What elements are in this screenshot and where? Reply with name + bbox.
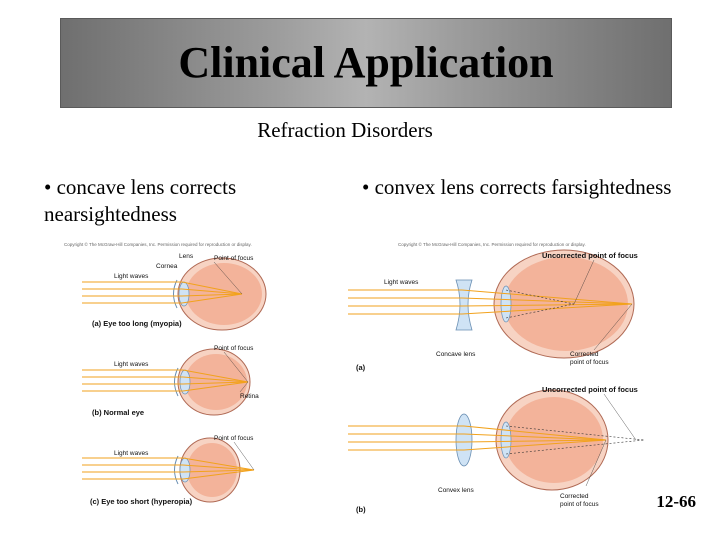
caption-myopia: (a) Eye too long (myopia) bbox=[92, 319, 182, 328]
light-rays bbox=[82, 369, 249, 392]
light-rays bbox=[348, 289, 633, 315]
caption-hyperopia: (c) Eye too short (hyperopia) bbox=[90, 497, 193, 506]
caption-normal: (b) Normal eye bbox=[92, 408, 144, 417]
uncorrected-rays bbox=[505, 425, 645, 455]
eye-lens bbox=[500, 285, 512, 323]
label-cornea: Cornea bbox=[156, 263, 178, 270]
label-corrected-2: point of focus bbox=[560, 501, 599, 508]
label-point-of-focus: Point of focus bbox=[214, 255, 254, 262]
figure-copyright: Copyright © The McGraw-Hill Companies, I… bbox=[64, 241, 252, 247]
label-concave-lens: Concave lens bbox=[436, 351, 476, 358]
concave-lens bbox=[455, 279, 473, 331]
bullet-convex: • convex lens corrects farsightedness bbox=[362, 175, 672, 199]
cornea bbox=[173, 279, 178, 309]
convex-lens bbox=[455, 413, 473, 467]
cornea bbox=[174, 367, 179, 397]
light-rays bbox=[348, 425, 607, 451]
eye-interior bbox=[504, 257, 628, 351]
eye-lens bbox=[500, 421, 512, 459]
panel-myopia: Lens Point of focus Cornea Light waves (… bbox=[82, 253, 267, 331]
page-number: 12-66 bbox=[656, 492, 696, 511]
eye-refraction-figure: Copyright © The McGraw-Hill Companies, I… bbox=[64, 240, 274, 516]
label-light-waves: Light waves bbox=[114, 273, 149, 280]
label-uncorrected-point: Uncorrected point of focus bbox=[542, 251, 638, 260]
eye-interior bbox=[505, 397, 603, 483]
figure-copyright: Copyright © The McGraw-Hill Companies, I… bbox=[398, 241, 586, 247]
panel-concave-correction: Uncorrected point of focus Light waves C… bbox=[348, 249, 638, 372]
panel-convex-correction: Uncorrected point of focus Convex lens C… bbox=[348, 385, 645, 514]
panel-normal: Point of focus Light waves Retina (b) No… bbox=[82, 345, 259, 417]
label-point-of-focus: Point of focus bbox=[214, 345, 254, 352]
label-lens: Lens bbox=[179, 253, 194, 260]
bullet-concave: • concave lens corrects nearsightedness bbox=[44, 175, 237, 226]
light-rays bbox=[82, 457, 255, 480]
label-uncorrected-point: Uncorrected point of focus bbox=[542, 385, 638, 394]
light-rays bbox=[82, 281, 243, 304]
uncorrected-rays bbox=[505, 289, 575, 319]
label-convex-lens: Convex lens bbox=[438, 487, 475, 494]
panel-tag-a: (a) bbox=[356, 363, 366, 372]
label-light-waves: Light waves bbox=[114, 361, 149, 368]
slide-title: Clinical Application bbox=[178, 38, 554, 87]
label-point-of-focus: Point of focus bbox=[214, 435, 254, 442]
title-bar: Clinical Application bbox=[60, 18, 672, 108]
corrective-lens-figure: Copyright © The McGraw-Hill Companies, I… bbox=[344, 240, 660, 516]
panel-tag-b: (b) bbox=[356, 505, 366, 514]
cornea bbox=[174, 455, 179, 485]
label-corrected-1: Corrected bbox=[570, 351, 599, 358]
label-light-waves: Light waves bbox=[114, 450, 149, 457]
eye-interior bbox=[186, 263, 262, 325]
slide-subtitle: Refraction Disorders bbox=[257, 118, 433, 142]
eye-interior bbox=[187, 443, 237, 497]
label-retina: Retina bbox=[240, 393, 259, 400]
label-corrected-2: point of focus bbox=[570, 359, 609, 366]
label-light-waves: Light waves bbox=[384, 279, 419, 286]
label-corrected-1: Corrected bbox=[560, 493, 589, 500]
panel-hyperopia: Point of focus Light waves (c) Eye too s… bbox=[82, 435, 255, 506]
eye-interior bbox=[185, 354, 247, 410]
